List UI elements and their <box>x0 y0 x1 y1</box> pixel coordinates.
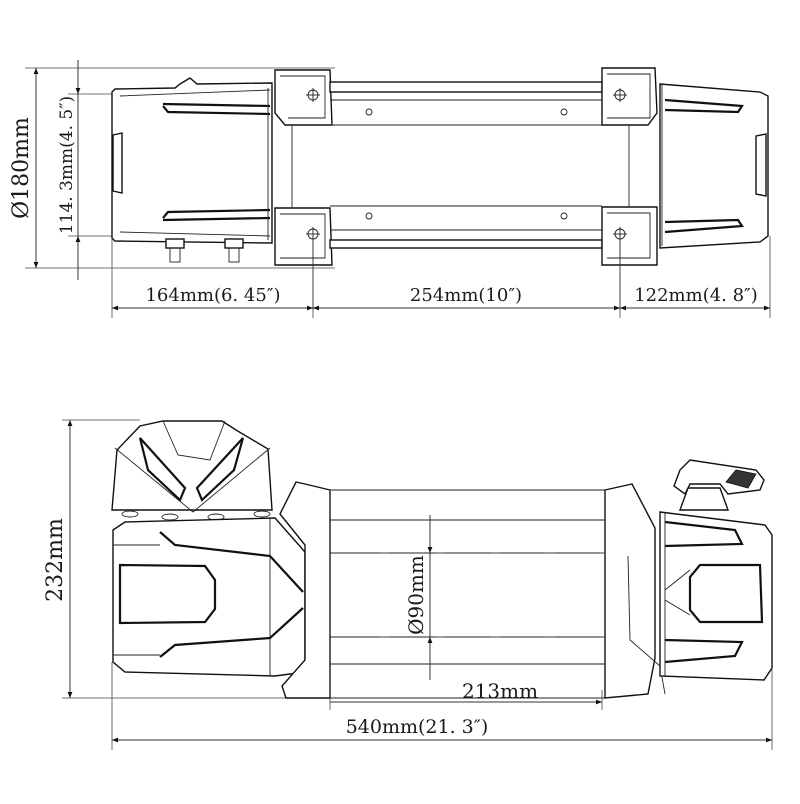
dim-overall-length: 540mm(21. 3″) <box>346 716 489 738</box>
front-view: Ø90mm 213mm 540mm(21. 3″) 232mm <box>43 419 773 750</box>
dim-drum-length: 213mm <box>462 679 538 703</box>
gearbox-housing-front <box>604 483 773 699</box>
motor-housing-top <box>111 77 273 263</box>
gearbox-housing-top <box>659 83 769 249</box>
dim-overall-diameter: Ø180mm <box>9 117 34 219</box>
left-mount-bracket <box>274 69 333 310</box>
dim-drum-diameter: Ø90mm <box>404 555 428 635</box>
dim-left-section: 164mm(6. 45″) <box>145 285 280 306</box>
left-drum-flange <box>279 481 331 699</box>
drum <box>329 489 606 699</box>
tie-bars <box>329 81 603 249</box>
dim-overall-height: 232mm <box>43 518 68 602</box>
dim-right-section: 122mm(4. 8″) <box>634 285 758 306</box>
right-mount-bracket <box>601 67 658 310</box>
dim-mount-spacing-vertical: 114. 3mm(4. 5″) <box>57 96 77 234</box>
top-view: Ø180mm 114. 3mm(4. 5″) 164mm(6. 45″) 254… <box>9 60 771 318</box>
dim-mount-spacing-horizontal: 254mm(10″) <box>410 285 522 306</box>
clutch-handle <box>673 459 765 511</box>
control-box <box>111 420 273 521</box>
motor-housing-front <box>112 517 306 677</box>
